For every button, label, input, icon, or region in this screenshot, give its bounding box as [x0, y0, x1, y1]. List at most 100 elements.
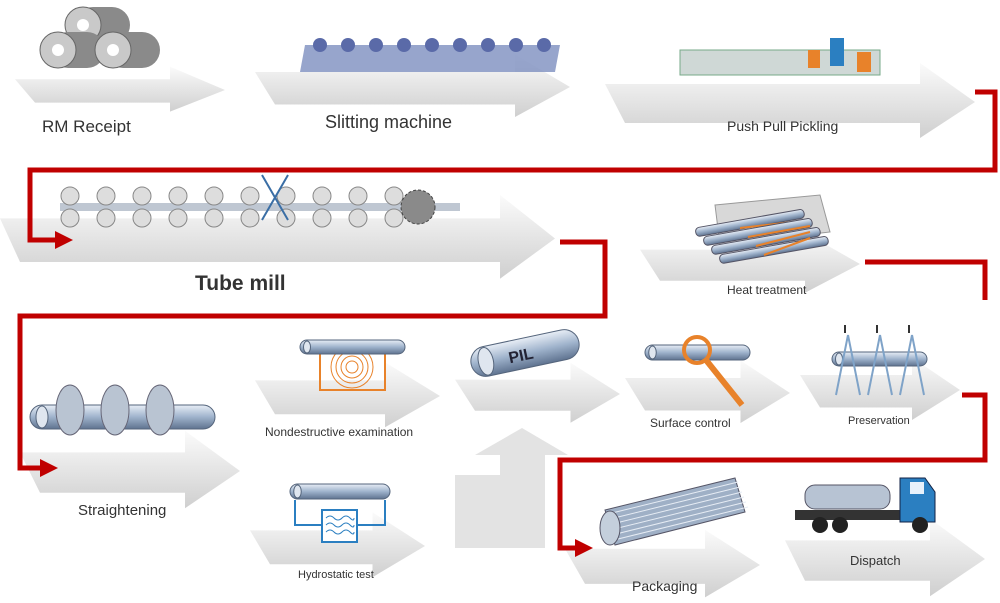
pipe — [719, 236, 829, 264]
flow-arrow — [565, 529, 760, 598]
roll — [312, 208, 332, 228]
step-label-packaging: Packaging — [632, 578, 697, 594]
roll — [425, 38, 439, 52]
pipe-line — [609, 486, 741, 520]
nde-pipe — [299, 339, 406, 355]
steel-coils-icon — [39, 31, 105, 69]
window — [910, 482, 924, 494]
magnifier-icon — [682, 335, 745, 407]
pipe-line — [611, 491, 743, 525]
step-label-rm-receipt: RM Receipt — [42, 117, 131, 136]
pipe-end — [477, 347, 495, 376]
pipe — [289, 483, 391, 500]
wheel — [912, 517, 928, 533]
roll — [481, 38, 495, 52]
hydro-pipe — [289, 483, 391, 500]
spray-nozzles-icon — [867, 325, 893, 396]
spray-nozzles-icon — [899, 325, 925, 396]
roll — [240, 208, 260, 228]
preservation-pipe — [831, 351, 928, 367]
roll — [204, 186, 224, 206]
flow-arrow — [625, 360, 790, 423]
pipe — [299, 339, 406, 355]
unit — [830, 38, 844, 66]
step-label-preservation: Preservation — [848, 415, 910, 427]
wheel — [832, 517, 848, 533]
spray — [835, 334, 861, 396]
step-label-slitting: Slitting machine — [325, 112, 452, 132]
flow-arrow — [800, 357, 960, 420]
flow-arrow — [20, 430, 240, 509]
steel-coils-icon — [94, 31, 160, 69]
roll — [132, 186, 152, 206]
pil-pipe: PIL — [470, 329, 580, 377]
heat-line — [747, 225, 811, 238]
straightening-rolls-icon — [100, 384, 130, 436]
step-label-surface-control: Surface control — [650, 416, 731, 430]
step-label-tube-mill: Tube mill — [195, 272, 286, 295]
saw-blade — [400, 189, 436, 225]
pickling-line-icon — [679, 38, 881, 76]
step-label-hydrostatic: Hydrostatic test — [298, 569, 374, 581]
roll — [168, 186, 188, 206]
surface-pipe — [644, 344, 751, 361]
red-connector-line — [865, 259, 988, 300]
pil-marking: PIL — [507, 345, 535, 367]
roll — [369, 38, 383, 52]
strip — [300, 45, 560, 72]
welder — [261, 174, 289, 221]
roll — [537, 38, 551, 52]
roll — [96, 208, 116, 228]
roll — [397, 38, 411, 52]
step-label-straightening: Straightening — [78, 502, 166, 519]
truck-icon — [795, 477, 936, 533]
pipe — [831, 351, 928, 367]
roll — [100, 384, 130, 436]
lens — [682, 335, 712, 365]
flow-arrow — [455, 362, 620, 423]
pipe-end — [35, 405, 49, 429]
coil-ring — [340, 355, 364, 379]
pipe — [644, 344, 751, 361]
step-label-dispatch: Dispatch — [850, 553, 901, 568]
straightening-rolls-icon — [55, 384, 85, 436]
coil-ring — [345, 360, 359, 374]
roll — [204, 208, 224, 228]
red-connector-line — [557, 392, 988, 551]
heat-line — [763, 237, 811, 256]
roll — [132, 208, 152, 228]
roll — [509, 38, 523, 52]
tube-mill-icon — [60, 174, 460, 228]
flow-arrow — [15, 66, 225, 112]
roll — [348, 186, 368, 206]
heat-line — [755, 231, 811, 247]
roll — [384, 208, 404, 228]
spray — [867, 334, 893, 396]
step-label-nde: Nondestructive examination — [265, 425, 413, 439]
wave — [325, 522, 355, 528]
pipe-end — [648, 345, 657, 360]
flow-arrow — [255, 362, 440, 428]
furnace-icon — [695, 194, 831, 264]
tube — [60, 203, 460, 211]
pipe-line — [615, 501, 747, 535]
roll — [341, 38, 355, 52]
step-label-heat-treatment: Heat treatment — [727, 283, 807, 297]
pipe-line — [607, 481, 739, 515]
flow-arrow — [255, 54, 570, 117]
spray-nozzles-icon — [835, 325, 861, 396]
roll — [240, 186, 260, 206]
pipe-end — [293, 484, 302, 499]
coil-eye — [52, 44, 64, 56]
flow-arrow — [250, 512, 425, 578]
roll — [453, 38, 467, 52]
pipe — [711, 227, 821, 255]
roll — [145, 384, 175, 436]
connector-arrowhead-icon — [575, 539, 593, 557]
flow-arrow-up — [455, 428, 568, 548]
coil-eye — [77, 19, 89, 31]
wheel — [812, 517, 828, 533]
red-connector-line — [27, 89, 998, 243]
